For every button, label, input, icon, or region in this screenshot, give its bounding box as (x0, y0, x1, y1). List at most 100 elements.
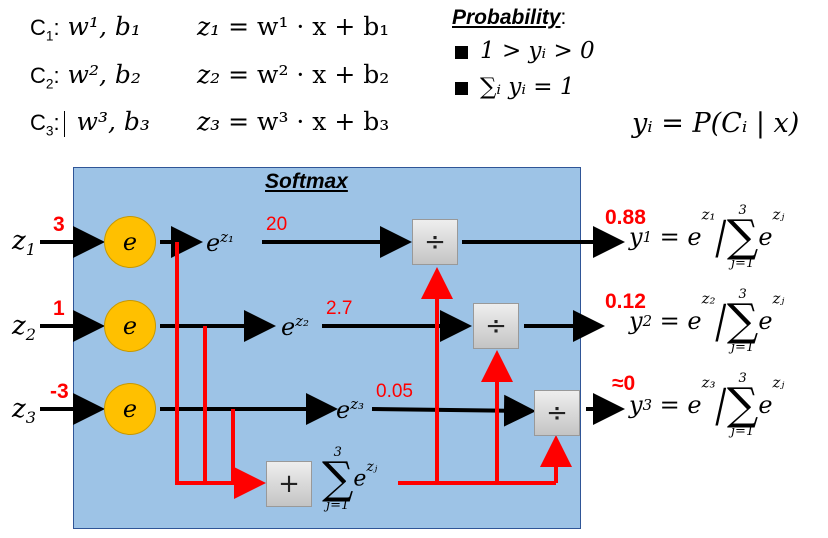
exp-output-1: ez₁ (206, 228, 234, 257)
probability-title: Probability (452, 6, 561, 29)
z-sub: 1 (25, 240, 36, 260)
z-rhs: = w¹ · x + b₁ (228, 12, 390, 41)
num-sup: z₂ (701, 289, 716, 308)
class-sub: 3 (45, 123, 54, 139)
sigma-symbol: ∑ (726, 379, 759, 430)
sigma-lower: j=1 (731, 340, 755, 355)
y-sub: 1 (642, 228, 653, 246)
exp-label: e (281, 313, 296, 341)
sigma: 3 ∑ j=1 (322, 446, 353, 512)
softmax-title: Softmax (265, 170, 348, 193)
sum-term: e (758, 391, 773, 419)
sigma-lower: j=1 (326, 498, 350, 513)
input-value-3: -3 (50, 380, 69, 403)
class-label: C (30, 15, 46, 40)
output-value-1: 0.88 (605, 206, 646, 229)
sum-term: e (758, 223, 773, 251)
sigma-symbol: ∑ (726, 295, 759, 346)
output-value-2: 0.12 (605, 290, 646, 313)
red-wire-1 (175, 242, 266, 499)
sum-sup: zⱼ (772, 289, 785, 308)
class-params: w², b₂ (67, 60, 141, 89)
y-sub: 3 (642, 396, 653, 414)
num-sup: z₁ (701, 205, 716, 224)
num-label: e (687, 391, 702, 419)
input-z3: z3 (12, 394, 36, 427)
class-row-1: C1: w¹, b₁ (30, 12, 141, 44)
exp-output-3: ez₃ (336, 395, 364, 424)
fraction-slash: / (715, 294, 727, 348)
probability-rule-2: ∑ᵢ yᵢ = 1 (455, 74, 575, 100)
class-params: w¹, b₁ (67, 12, 141, 41)
class-label: C (30, 63, 46, 88)
num-label: e (687, 223, 702, 251)
sum-sup: zⱼ (772, 205, 785, 224)
z-var: z₂ (197, 60, 221, 89)
z-label: z (12, 226, 26, 256)
exp-value-1: 20 (266, 214, 288, 235)
exp-output-2: ez₂ (281, 312, 309, 341)
text-cursor (63, 110, 65, 137)
sigma-upper: 3 (738, 371, 747, 386)
sum-sup: zⱼ (366, 459, 378, 475)
sigma-upper: 3 (333, 445, 342, 460)
sigma-lower: j=1 (731, 256, 755, 271)
sum-expression: 3 ∑ j=1 ezⱼ (322, 446, 377, 512)
divide-node-3: ÷ (534, 390, 580, 436)
probability-heading: Probability: (452, 6, 566, 30)
class-sub: 1 (45, 28, 54, 44)
class-label: C (30, 110, 46, 135)
z-var: z₃ (197, 107, 221, 136)
y-label: y (629, 223, 643, 251)
sigma-upper: 3 (738, 203, 747, 218)
class-row-3: C3: w³, b₃ (30, 107, 150, 139)
sigma-lower: j=1 (731, 424, 755, 439)
class-sub: 2 (45, 76, 54, 92)
y-label: y (629, 307, 643, 335)
sum-node: + (266, 461, 312, 507)
num-arrow-3 (371, 394, 536, 427)
divide-node-1: ÷ (412, 219, 458, 265)
z-eq-1: z₁ = w¹ · x + b₁ (197, 12, 389, 41)
class-row-2: C2: w², b₂ (30, 60, 141, 92)
exp-value-2: 2.7 (326, 298, 353, 319)
z-rhs: = w³ · x + b₃ (228, 107, 390, 136)
rule-text: 1 > yᵢ > 0 (480, 38, 595, 64)
z-sub: 3 (25, 408, 36, 428)
probability-colon: : (560, 6, 567, 29)
num-label: e (687, 307, 702, 335)
fraction-slash: / (715, 378, 727, 432)
fraction-slash: / (715, 210, 727, 264)
exp-label: e (336, 396, 351, 424)
z-label: z (12, 311, 26, 341)
probability-rule-1: 1 > yᵢ > 0 (455, 38, 595, 64)
input-z2: z2 (12, 311, 36, 344)
input-value-2: 1 (53, 297, 65, 320)
input-z1: z1 (12, 226, 36, 259)
bullet-icon (455, 81, 468, 95)
probability-definition: yᵢ = P(Cᵢ | x) (632, 108, 800, 139)
output-value-3: ≈0 (612, 372, 636, 395)
z-sub: 2 (25, 325, 36, 345)
exp-label: e (206, 229, 221, 257)
z-eq-2: z₂ = w² · x + b₂ (197, 60, 389, 89)
y-sub: 2 (642, 312, 653, 330)
sigma: 3∑j=1 (727, 288, 758, 354)
z-var: z₁ (197, 12, 221, 41)
exp-node-2: e (104, 300, 156, 352)
sigma: 3∑j=1 (727, 204, 758, 270)
y-label: y (629, 391, 643, 419)
exp-sup: z₁ (220, 228, 235, 246)
input-value-1: 3 (53, 213, 65, 236)
z-label: z (12, 394, 26, 424)
sigma-upper: 3 (738, 287, 747, 302)
class-params: w³, b₃ (76, 107, 150, 136)
sigma: 3∑j=1 (727, 372, 758, 438)
exp-sup: z₃ (350, 395, 365, 413)
exp-node-1: e (104, 216, 156, 268)
num-sup: z₃ (701, 373, 716, 392)
